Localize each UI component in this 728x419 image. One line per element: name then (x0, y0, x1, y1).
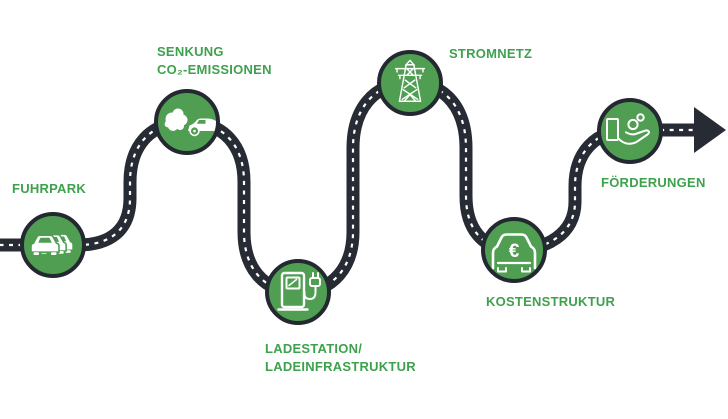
label-line: CO₂-EMISSIONEN (157, 62, 272, 77)
power-pylon-icon (394, 59, 426, 102)
label-fuhrpark: FUHRPARK (12, 180, 86, 198)
node-ladestation (265, 259, 331, 325)
node-foerderungen (597, 98, 663, 164)
hand-coins-icon (606, 113, 650, 145)
label-line: LADESTATION/ (265, 341, 363, 356)
label-foerderungen: FÖRDERUNGEN (601, 174, 706, 192)
label-line: KOSTENSTRUKTUR (486, 294, 616, 309)
label-ladestation: LADESTATION/ LADEINFRASTRUKTUR (265, 340, 416, 376)
label-line: FUHRPARK (12, 181, 86, 196)
label-line: FÖRDERUNGEN (601, 175, 706, 190)
label-line: LADEINFRASTRUKTUR (265, 359, 416, 374)
node-stromnetz (377, 50, 443, 116)
arrow-right-icon (694, 107, 726, 153)
charging-station-icon (277, 271, 321, 311)
euro-symbol: € (509, 241, 520, 262)
label-kostenstruktur: KOSTENSTRUKTUR (486, 293, 615, 311)
label-stromnetz: STROMNETZ (449, 45, 532, 63)
car-euro-icon: € (491, 233, 537, 273)
road-asphalt (0, 76, 700, 299)
node-senkung-co2 (154, 89, 220, 155)
car-exhaust-cloud-icon (164, 108, 216, 137)
label-senkung-co2: SENKUNG CO₂-EMISSIONEN (157, 43, 272, 79)
fleet-cars-icon (30, 232, 74, 255)
node-kostenstruktur: € (481, 217, 547, 283)
label-line: SENKUNG (157, 44, 224, 59)
node-fuhrpark (20, 212, 86, 278)
label-line: STROMNETZ (449, 46, 533, 61)
